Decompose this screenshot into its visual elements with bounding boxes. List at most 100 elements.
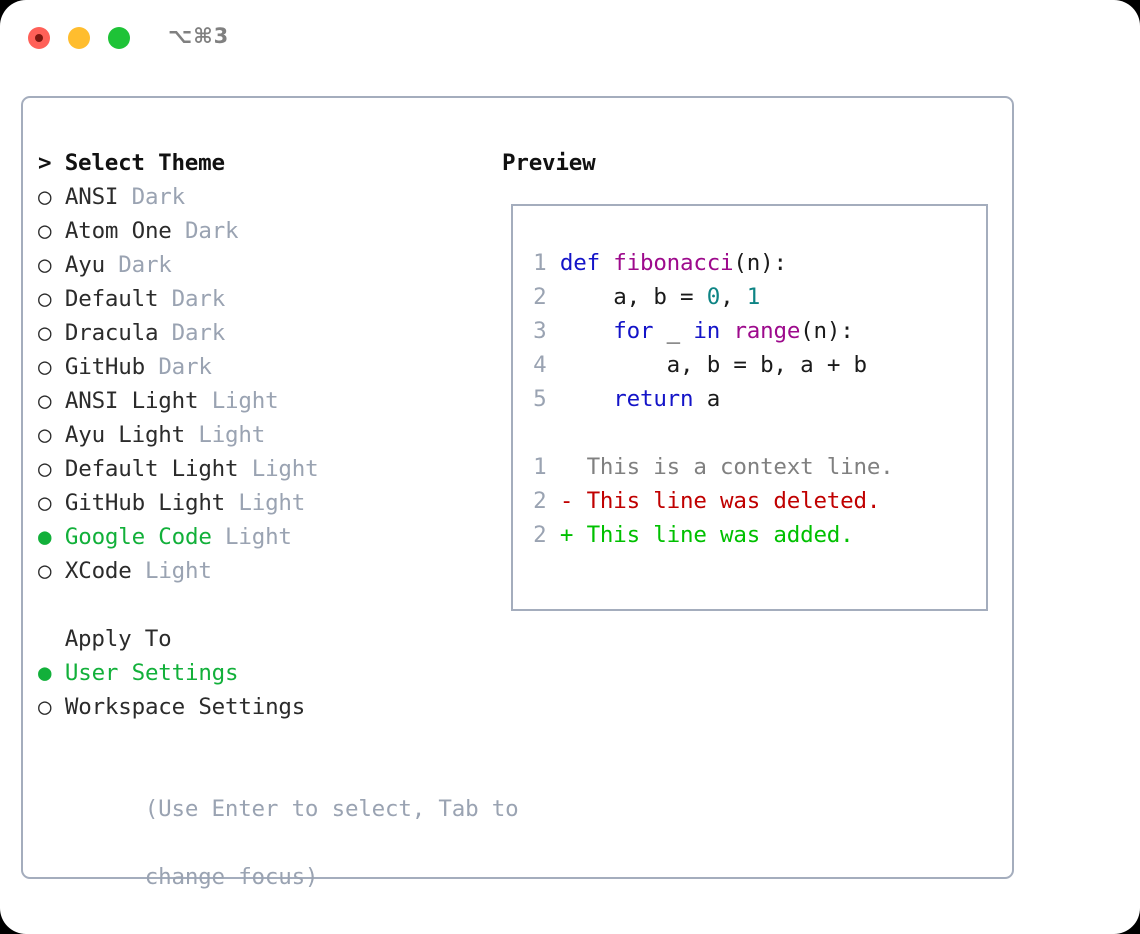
diff-line: 1 This is a context line. (533, 450, 980, 484)
line-number: 1 (533, 454, 547, 480)
theme-selection-column: > Select Theme ○ ANSI Dark○ Atom One Dar… (38, 146, 519, 928)
preview-column: Preview (502, 146, 992, 180)
code-token: a, b = b, a + b (559, 352, 867, 378)
radio-unselected-icon: ○ (38, 218, 52, 244)
theme-option-default[interactable]: ○ Default Dark (38, 282, 478, 316)
keyboard-hint: (Use Enter to select, Tab to change focu… (38, 758, 519, 928)
theme-option-dracula[interactable]: ○ Dracula Dark (38, 316, 478, 350)
diff-line-text: This is a context line. (546, 454, 894, 480)
apply-to-option-workspace-settings[interactable]: ○ Workspace Settings (38, 690, 478, 724)
line-number: 2 (533, 522, 547, 548)
maximize-window-button[interactable] (108, 27, 130, 49)
theme-option-xcode[interactable]: ○ XCode Light (38, 554, 478, 588)
apply-to-option-user-settings[interactable]: ● User Settings (38, 656, 478, 690)
code-token: range (733, 318, 801, 344)
title-bar: ⌥⌘3 (0, 0, 1140, 78)
theme-picker-panel: > Select Theme ○ ANSI Dark○ Atom One Dar… (21, 96, 1014, 890)
theme-option-list: ○ ANSI Dark○ Atom One Dark○ Ayu Dark○ De… (38, 180, 478, 588)
line-number: 3 (533, 318, 547, 344)
theme-option-tag: Light (251, 456, 319, 482)
radio-selected-icon: ● (38, 660, 52, 686)
theme-option-ayu-light[interactable]: ○ Ayu Light Light (38, 418, 478, 452)
theme-option-tag: Light (198, 422, 266, 448)
code-token: def (559, 250, 614, 276)
diff-line-text: - This line was deleted. (546, 488, 881, 514)
theme-option-github-light[interactable]: ○ GitHub Light Light (38, 486, 478, 520)
apply-to-option-name: User Settings (51, 660, 239, 686)
theme-option-tag: Dark (171, 320, 226, 346)
code-token: _ (653, 318, 694, 344)
theme-option-ansi[interactable]: ○ ANSI Dark (38, 180, 478, 214)
radio-unselected-icon: ○ (38, 252, 52, 278)
code-diff-separator (533, 416, 980, 450)
code-gutter-space (547, 386, 560, 412)
minimize-window-button[interactable] (68, 27, 90, 49)
code-token: , (720, 284, 747, 310)
code-gutter-space (547, 284, 560, 310)
diff-line: 2 - This line was deleted. (533, 484, 980, 518)
theme-option-name: Ayu Light (51, 422, 199, 448)
code-line: 1 def fibonacci(n): (533, 246, 980, 280)
theme-option-name: Google Code (51, 524, 226, 550)
theme-option-tag: Light (144, 558, 212, 584)
theme-option-name: XCode (51, 558, 145, 584)
code-token: in (693, 318, 721, 344)
line-number: 1 (533, 250, 547, 276)
code-token: for (613, 318, 654, 344)
theme-option-tag: Dark (185, 218, 239, 244)
line-number: 4 (533, 352, 547, 378)
theme-option-name: Atom One (51, 218, 185, 244)
close-window-button[interactable] (28, 27, 50, 49)
code-token: return (613, 386, 694, 412)
code-gutter-space (547, 318, 560, 344)
preview-title: Preview (502, 150, 596, 176)
apply-to-label: Apply To (64, 626, 172, 652)
code-token: fibonacci (613, 250, 734, 276)
theme-option-google-code[interactable]: ● Google Code Light (38, 520, 478, 554)
theme-option-ansi-light[interactable]: ○ ANSI Light Light (38, 384, 478, 418)
hint-line-1: (Use Enter to select, Tab to (144, 796, 519, 822)
code-token (560, 386, 613, 412)
theme-option-name: Dracula (51, 320, 172, 346)
code-token (720, 318, 733, 344)
radio-unselected-icon: ○ (38, 354, 52, 380)
code-token: (n): (733, 250, 787, 276)
code-line: 4 a, b = b, a + b (533, 348, 980, 382)
diff-line-text: + This line was added. (546, 522, 854, 548)
radio-unselected-icon: ○ (38, 184, 52, 210)
line-number: 2 (533, 488, 547, 514)
theme-option-name: Default Light (51, 456, 252, 482)
theme-option-tag: Dark (131, 184, 186, 210)
radio-unselected-icon: ○ (38, 422, 52, 448)
code-token: (n): (800, 318, 854, 344)
radio-unselected-icon: ○ (38, 320, 52, 346)
list-spacer (38, 588, 478, 622)
code-token: 0 (706, 284, 721, 310)
theme-option-atom-one[interactable]: ○ Atom One Dark (38, 214, 478, 248)
code-token: a, b = (559, 284, 707, 310)
theme-option-name: GitHub Light (51, 490, 239, 516)
theme-option-tag: Light (238, 490, 306, 516)
theme-option-name: ANSI Light (51, 388, 212, 414)
theme-option-name: Default (51, 286, 172, 312)
theme-option-tag: Dark (158, 354, 212, 380)
theme-option-tag: Light (225, 524, 292, 550)
theme-option-ayu[interactable]: ○ Ayu Dark (38, 248, 478, 282)
code-gutter-space (547, 250, 560, 276)
radio-unselected-icon: ○ (38, 388, 52, 414)
code-line: 3 for _ in range(n): (533, 314, 980, 348)
theme-option-default-light[interactable]: ○ Default Light Light (38, 452, 478, 486)
radio-unselected-icon: ○ (38, 286, 52, 312)
code-line: 5 return a (533, 382, 980, 416)
radio-unselected-icon: ○ (38, 490, 52, 516)
code-gutter-space (547, 352, 560, 378)
radio-unselected-icon: ○ (38, 558, 52, 584)
theme-option-github[interactable]: ○ GitHub Dark (38, 350, 478, 384)
code-line: 2 a, b = 0, 1 (533, 280, 980, 314)
select-theme-header: > Select Theme (38, 150, 225, 176)
radio-unselected-icon: ○ (38, 694, 52, 720)
theme-option-tag: Dark (118, 252, 172, 278)
